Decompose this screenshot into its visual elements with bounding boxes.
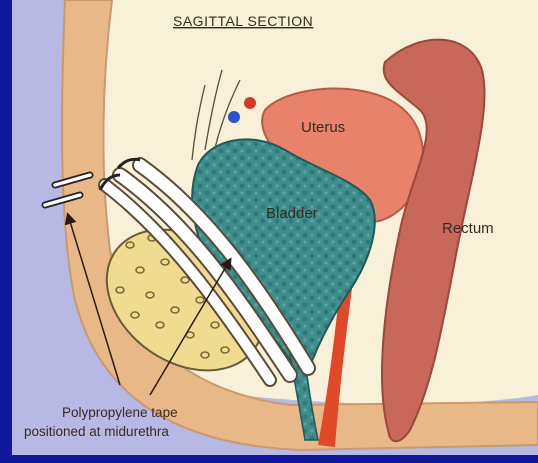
caption-line-2: positioned at midurethra bbox=[24, 424, 169, 439]
title-label: SAGITTAL SECTION bbox=[173, 13, 313, 29]
bottom-frame bbox=[12, 455, 538, 463]
rectum-label: Rectum bbox=[442, 220, 494, 237]
red-vessel bbox=[244, 97, 256, 109]
caption-line-1: Polypropylene tape bbox=[62, 405, 178, 420]
blue-vessel bbox=[228, 111, 240, 123]
bladder-label: Bladder bbox=[266, 205, 318, 222]
uterus-label: Uterus bbox=[301, 119, 345, 136]
